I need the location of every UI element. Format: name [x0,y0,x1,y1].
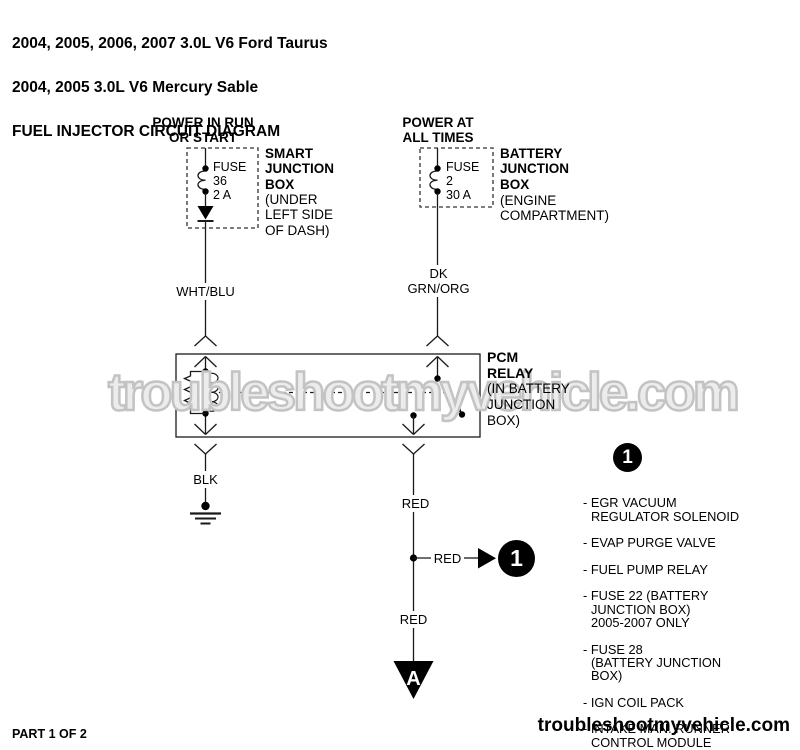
legend-item: - EGR VACUUM REGULATOR SOLENOID [583,495,740,524]
pcm-relay-location: (IN BATTERY JUNCTION BOX) [487,381,570,428]
watermark-text: troubleshootmyvehicle.com [107,362,741,424]
power-at-all-times-label: POWER AT ALL TIMES [402,115,474,145]
legend-tag-1-badge: 1 [613,443,642,472]
legend-item: - EVAP PURGE VALVE [583,535,716,551]
title-line-3: FUEL INJECTOR CIRCUIT DIAGRAM [12,123,281,140]
relay-switch-icon [402,356,466,435]
wire-color-red-lower: RED [393,611,434,628]
pcm-relay-box [175,353,481,438]
relay-resistor-icon [182,370,206,415]
pcm-relay-name: PCM RELAY [487,349,534,381]
fuse-2-label: FUSE 2 30 A [446,160,480,202]
branch-tag-1-badge: 1 [498,540,535,577]
fuse-2-symbol [429,148,441,195]
smart-junction-box-name: SMART JUNCTION BOX [265,146,335,192]
site-name-label: troubleshootmyvehicle.com [537,715,790,736]
wire-color-blk: BLK [185,471,226,488]
legend-item: - INTAKE MAN. RUNNER CONTROL MODULE [583,721,730,750]
legend-item: - IGN COIL PACK [583,694,684,710]
title-line-2: 2004, 2005 3.0L V6 Mercury Sable [12,79,259,96]
fuse-36-label: FUSE 36 2 A [213,160,247,202]
wire-color-red-branch: RED [431,550,464,567]
legend-item: - FUEL PUMP RELAY [583,561,708,577]
ground-icon [190,501,221,525]
connector-a-triangle: A [393,661,434,699]
branch-arrow-icon [413,548,496,569]
legend-item: - FUSE 28 (BATTERY JUNCTION BOX) [583,641,722,684]
connector-a-label: A [406,668,420,690]
wire-color-red-upper: RED [395,495,436,512]
wire-color-dk-grn-org: DK GRN/ORG [398,265,479,297]
page-title: 2004, 2005, 2006, 2007 3.0L V6 Ford Taur… [12,11,328,165]
battery-junction-box-outline [419,147,494,208]
connector-fork-left-top [194,335,217,347]
connector-fork-right-bottom [402,443,425,455]
battery-junction-box-location: (ENGINE COMPARTMENT) [500,193,609,224]
smart-junction-box-outline [186,147,259,229]
fuse-36-symbol [197,148,209,195]
connector-fork-right-top [426,335,449,347]
power-in-run-label: POWER IN RUN OR START [152,115,254,145]
title-line-1: 2004, 2005, 2006, 2007 3.0L V6 Ford Taur… [12,35,328,52]
part-number-label: PART 1 OF 2 [12,727,87,741]
smart-junction-box-location: (UNDER LEFT SIDE OF DASH) [265,192,334,238]
relay-coil-icon [204,372,219,412]
legend-list: - EGR VACUUM REGULATOR SOLENOID - EVAP P… [583,483,798,750]
legend-item: - FUSE 22 (BATTERY JUNCTION BOX) 2005-20… [583,588,709,630]
connector-fork-left-bottom [194,443,217,455]
diode-icon [197,193,214,222]
wire-color-wht-blu: WHT/BLU [170,283,241,300]
battery-junction-box-name: BATTERY JUNCTION BOX [500,146,570,192]
